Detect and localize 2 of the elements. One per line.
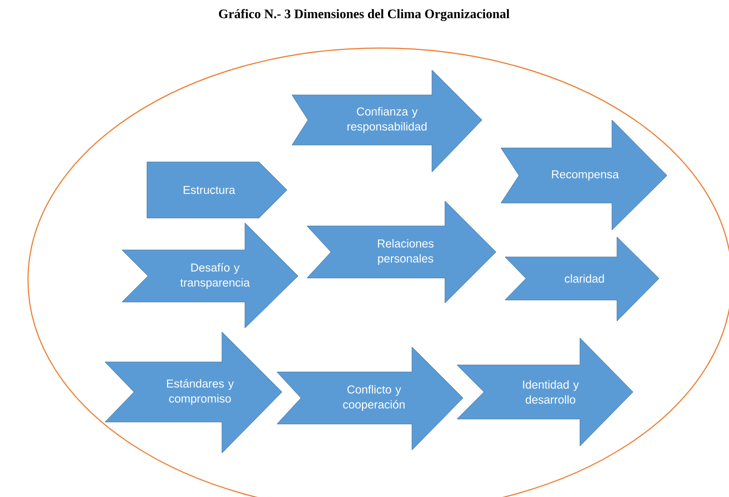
- title: Gráfico N.- 3 Dimensiones del Clima Organizacional: [218, 8, 510, 21]
- oval-outline: [27, 48, 729, 497]
